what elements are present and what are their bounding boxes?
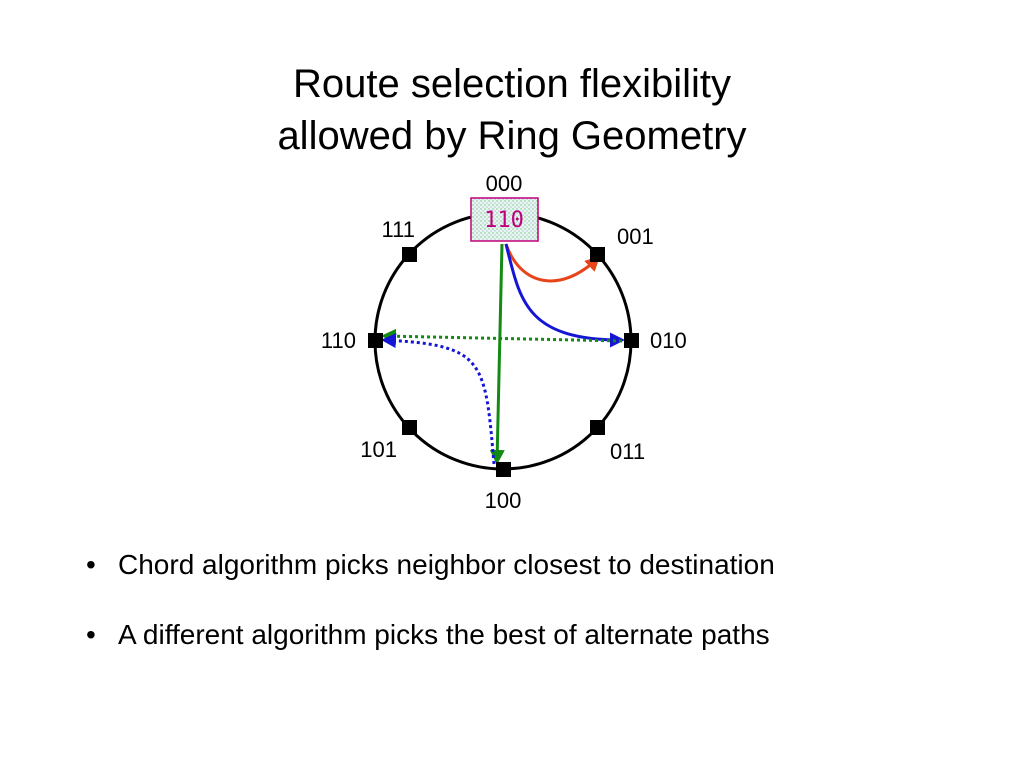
node-label-110: 110 [321,328,356,353]
source-node-label: 110 [484,208,524,233]
node-label-101: 101 [360,437,397,462]
title-line-1: Route selection flexibility [293,62,731,106]
node-label-100: 100 [485,488,522,513]
bullet-marker: • [86,619,96,650]
title-line-2: allowed by Ring Geometry [277,114,747,158]
node-101 [402,420,417,435]
bullet-marker: • [86,549,96,580]
node-100 [496,462,511,477]
source-node-box [470,197,539,242]
node-label-010: 010 [650,328,687,353]
route-000-to-100 [489,243,505,465]
node-001 [590,247,605,262]
bullet-item: • Chord algorithm picks neighbor closest… [86,540,775,610]
node-label-011: 011 [610,439,645,464]
node-010 [624,333,639,348]
bullet-item: • A different algorithm picks the best o… [86,610,775,680]
route-000-to-010 [504,243,625,348]
node-label-111: 111 [382,217,415,242]
bullet-list: • Chord algorithm picks neighbor closest… [86,540,775,680]
route-100-to-110-dotted [381,333,496,465]
slide-title: Route selection flexibility allowed by R… [0,58,1024,162]
bullet-text: Chord algorithm picks neighbor closest t… [118,549,775,580]
node-label-001: 001 [617,224,654,249]
bullet-text: A different algorithm picks the best of … [118,619,770,650]
node-110 [368,333,383,348]
route-000-to-001 [504,243,601,283]
node-111 [402,247,417,262]
node-label-000: 000 [486,171,523,196]
node-011 [590,420,605,435]
route-010-to-110-dotted [381,328,623,344]
